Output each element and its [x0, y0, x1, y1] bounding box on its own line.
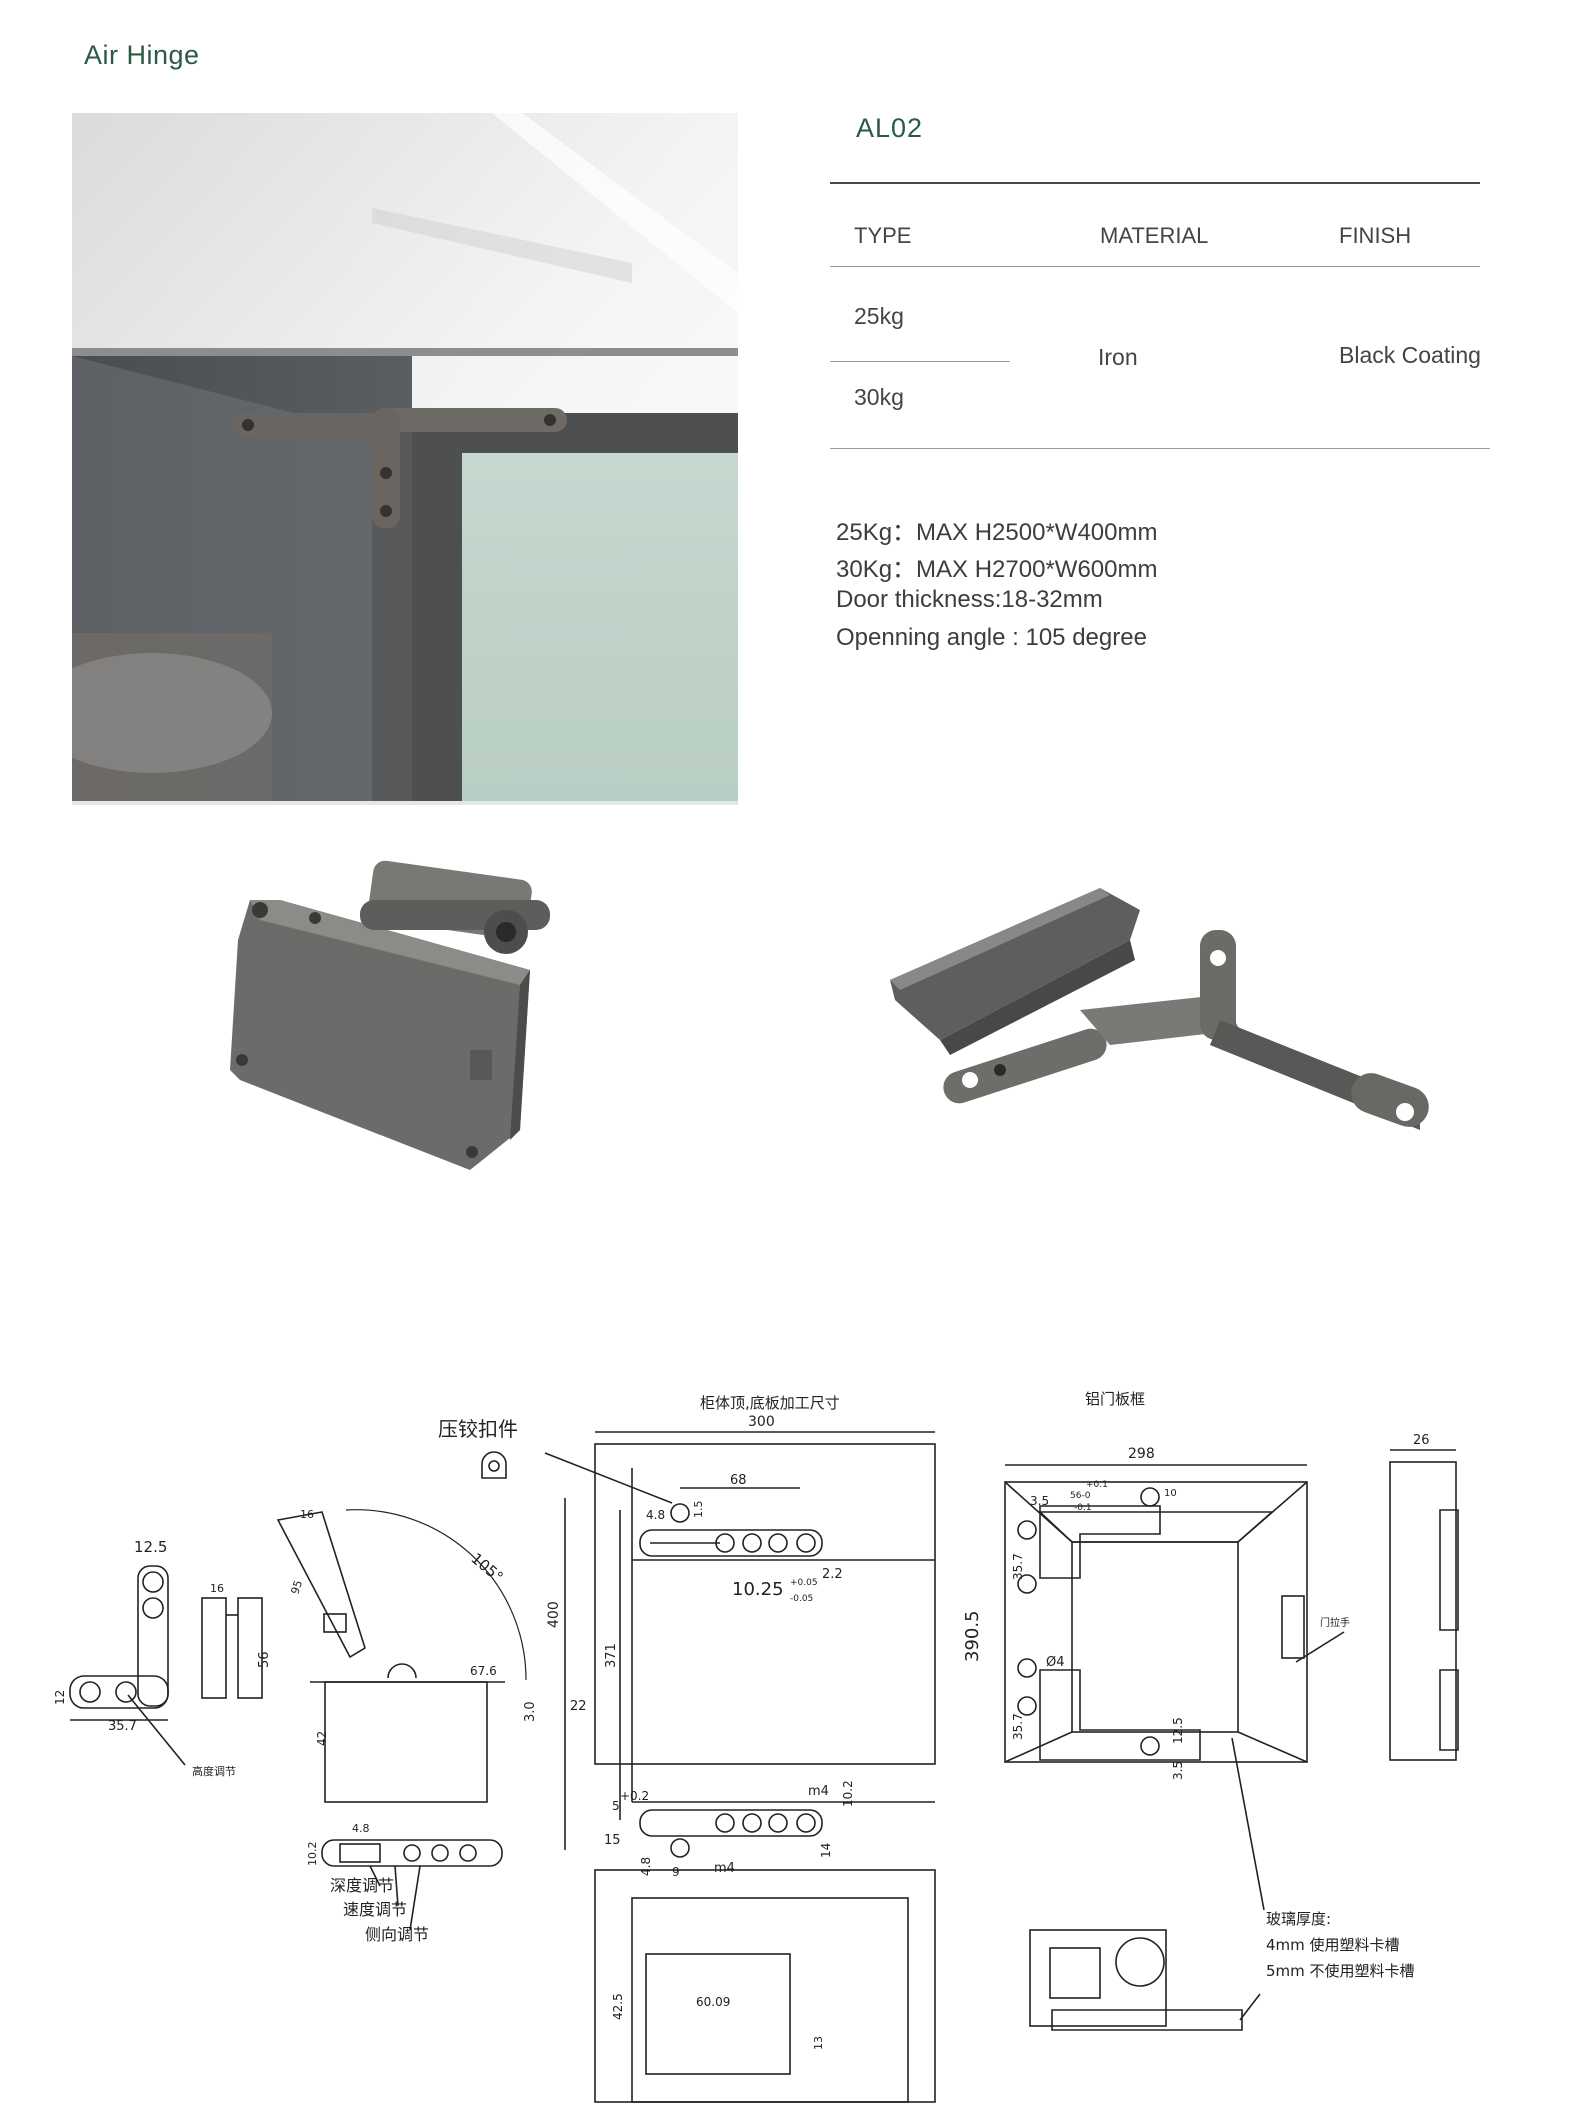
dim-35-7: 35.7 — [108, 1719, 137, 1734]
dim-10-2: 10.2 — [841, 1780, 855, 1807]
dim-1-5: 1.5 — [692, 1501, 705, 1519]
dim-400: 400 — [546, 1601, 562, 1628]
dim-4-8-bottom: 4.8 — [639, 1857, 653, 1876]
dim-22: 22 — [570, 1699, 587, 1714]
tol-minus: -0.05 — [790, 1594, 813, 1604]
dim-3-5: 3.5 — [1030, 1494, 1049, 1508]
type-30kg: 30kg — [854, 384, 904, 410]
dim-5: 5 — [612, 1799, 620, 1813]
label-speed-adj: 速度调节 — [343, 1900, 407, 1919]
spec-25kg: 25Kg：MAX H2500*W400mm — [836, 519, 1158, 546]
dim-67-6: 67.6 — [470, 1664, 497, 1678]
model-name: AL02 — [856, 113, 924, 143]
table-top-rule — [830, 182, 1480, 184]
hinge-render-open — [880, 880, 1440, 1180]
label-glass-5mm: 5mm 不使用塑料卡槽 — [1266, 1962, 1415, 1980]
dim-2-2: 2.2 — [822, 1567, 843, 1582]
spec-30kg: 30Kg：MAX H2700*W600mm — [836, 556, 1158, 583]
dim-68: 68 — [730, 1473, 747, 1488]
dim-35-7-bottom: 35.7 — [1011, 1713, 1025, 1740]
dim-10: 10 — [1164, 1488, 1177, 1499]
dim-298: 298 — [1128, 1446, 1155, 1462]
title-cabinet: 柜体顶,底板加工尺寸 — [700, 1394, 840, 1412]
dim-plus-0-2: +0.2 — [620, 1789, 649, 1803]
dim-10-2-left: 10.2 — [306, 1842, 319, 1867]
dim-15: 15 — [604, 1833, 621, 1848]
dim-42: 42 — [315, 1731, 329, 1746]
col-header-type: TYPE — [854, 223, 912, 248]
category-title: Air Hinge — [84, 40, 200, 70]
material-value: Iron — [1098, 344, 1138, 370]
dim-60-09: 60.09 — [696, 1995, 730, 2009]
label-height-adj: 高度调节 — [192, 1764, 236, 1778]
col-header-finish: FINISH — [1339, 223, 1412, 248]
dim-m4-bottom: m4 — [714, 1861, 735, 1876]
dim-95: 95 — [288, 1579, 305, 1596]
dim-14: 14 — [819, 1843, 833, 1858]
dim-phi4: Ø4 — [1046, 1655, 1065, 1670]
product-photo — [72, 113, 738, 805]
label-handle: 门拉手 — [1320, 1616, 1350, 1629]
dim-16b: 16 — [300, 1508, 314, 1521]
dim-tol-0-1: +0.1 — [1086, 1480, 1108, 1490]
dim-42-5: 42.5 — [611, 1993, 625, 2020]
dim-13: 13 — [812, 2036, 825, 2050]
dim-390-5: 390.5 — [962, 1610, 983, 1662]
label-side-adj: 侧向调节 — [365, 1925, 429, 1944]
label-glass-4mm: 4mm 使用塑料卡槽 — [1266, 1936, 1400, 1954]
dim-12: 12 — [53, 1690, 67, 1705]
label-glass-thickness: 玻璃厚度: — [1266, 1910, 1331, 1928]
dim-4-8: 4.8 — [646, 1508, 665, 1522]
dim-105: 105° — [467, 1549, 506, 1586]
dim-16: 16 — [210, 1582, 224, 1595]
header-rule — [830, 266, 1480, 267]
spec-door-thickness: Door thickness:18-32mm — [836, 586, 1103, 613]
type-25kg: 25kg — [854, 303, 904, 329]
dim-4-8-left: 4.8 — [352, 1822, 370, 1835]
hinge-render-closed — [220, 860, 660, 1180]
dim-12-5-frame: 12.5 — [1171, 1717, 1185, 1744]
dim-12-5: 12.5 — [134, 1538, 167, 1556]
dim-56: 56 — [257, 1651, 272, 1668]
dim-371: 371 — [604, 1643, 619, 1668]
technical-drawing: 柜体顶,底板加工尺寸 铝门板框 压铰扣件 12.5 12 35.7 高度调节 1… — [0, 1370, 1572, 2110]
dim-m4: m4 — [808, 1784, 829, 1799]
spec-opening-angle: Openning angle : 105 degree — [836, 624, 1147, 651]
type-divider — [830, 361, 1010, 362]
label-press-cap: 压铰扣件 — [438, 1417, 518, 1441]
dim-3-5-frame: 3.5 — [1171, 1761, 1185, 1780]
dim-9: 9 — [672, 1865, 680, 1879]
dim-3-0: 3.0 — [523, 1701, 538, 1722]
table-bottom-rule — [830, 448, 1490, 449]
dim-10-25: 10.25 — [732, 1579, 784, 1600]
dim-300: 300 — [748, 1414, 775, 1430]
title-door: 铝门板框 — [1085, 1390, 1145, 1408]
tol-plus: +0.05 — [790, 1578, 818, 1588]
dim-35-7-top: 35.7 — [1011, 1553, 1025, 1580]
col-header-material: MATERIAL — [1100, 223, 1209, 248]
dim-26: 26 — [1413, 1433, 1430, 1448]
label-depth-adj: 深度调节 — [330, 1876, 394, 1895]
dim-tol-minus-0-1: -0.1 — [1074, 1503, 1092, 1513]
finish-value: Black Coating — [1339, 342, 1481, 368]
dim-56-0: 56-0 — [1070, 1491, 1091, 1501]
